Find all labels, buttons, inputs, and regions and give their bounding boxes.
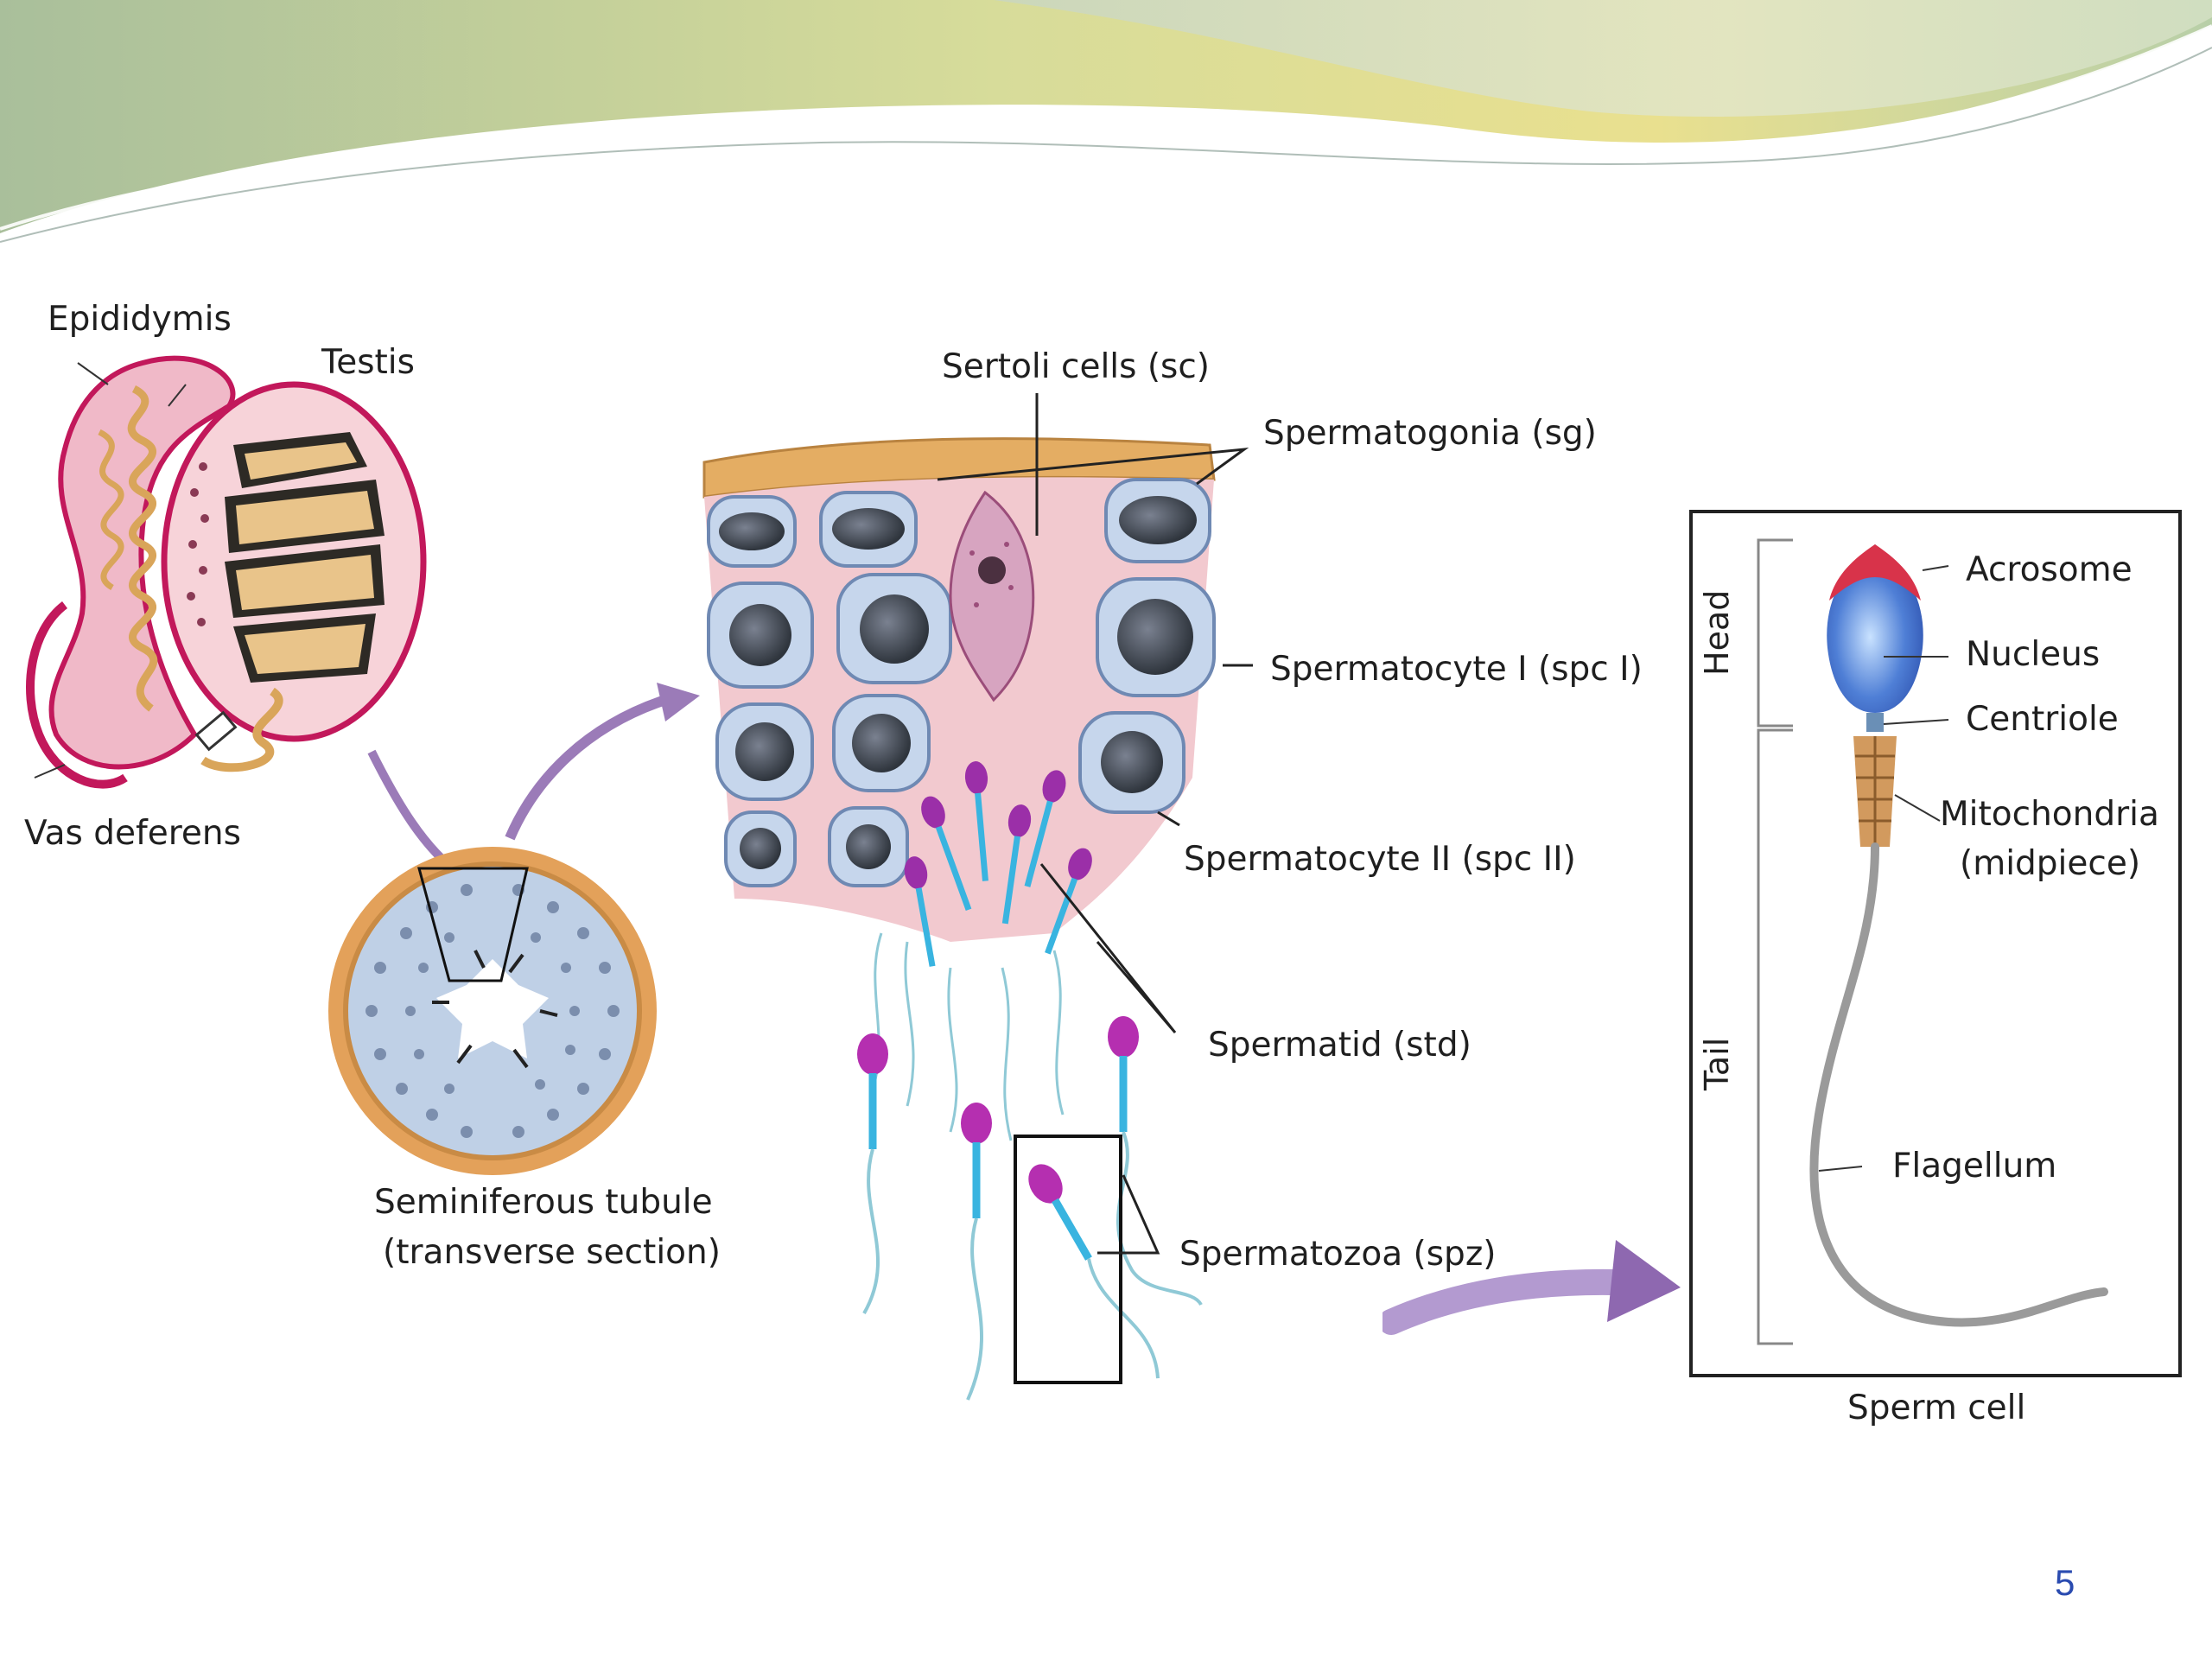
- arrow-to-sperm-cell: [1382, 1240, 1681, 1335]
- label-epididymis: Epididymis: [48, 300, 232, 339]
- label-nucleus: Nucleus: [1966, 635, 2101, 674]
- label-vas-deferens: Vas deferens: [24, 814, 241, 853]
- label-sperm-cell: Sperm cell: [1847, 1389, 2026, 1427]
- label-spermatozoa: Spermatozoa (spz): [1179, 1235, 1497, 1274]
- label-sertoli-cells: Sertoli cells (sc): [942, 347, 1211, 386]
- tubule-cross-section: [328, 847, 657, 1175]
- label-testis: Testis: [321, 343, 415, 382]
- label-centriole: Centriole: [1966, 700, 2119, 739]
- page-number: 5: [2055, 1562, 2075, 1603]
- spermatozoon-box: [1014, 1135, 1122, 1384]
- label-spermatocyte-2: Spermatocyte II (spc II): [1184, 840, 1576, 879]
- label-spermatid: Spermatid (std): [1208, 1026, 1471, 1065]
- seminiferous-epithelium: [702, 437, 1216, 1401]
- label-flagellum: Flagellum: [1892, 1147, 2057, 1185]
- label-acrosome: Acrosome: [1966, 550, 2133, 589]
- arrow-to-magnified: [505, 683, 700, 841]
- label-transverse-section: (transverse section): [383, 1233, 721, 1272]
- label-midpiece: (midpiece): [1960, 844, 2141, 883]
- label-tail: Tail: [1698, 1037, 1736, 1090]
- testis-illustration: [26, 355, 427, 789]
- label-head: Head: [1698, 589, 1736, 676]
- label-spermatogonia: Spermatogonia (sg): [1263, 414, 1597, 453]
- label-spermatocyte-1: Spermatocyte I (spc I): [1270, 650, 1643, 689]
- sperm-cell-panel: [1689, 510, 2182, 1377]
- epididymis-shape: [48, 355, 236, 770]
- label-seminiferous-tubule: Seminiferous tubule: [374, 1183, 713, 1222]
- label-mitochondria: Mitochondria: [1940, 795, 2159, 834]
- header-banner: [0, 0, 2212, 243]
